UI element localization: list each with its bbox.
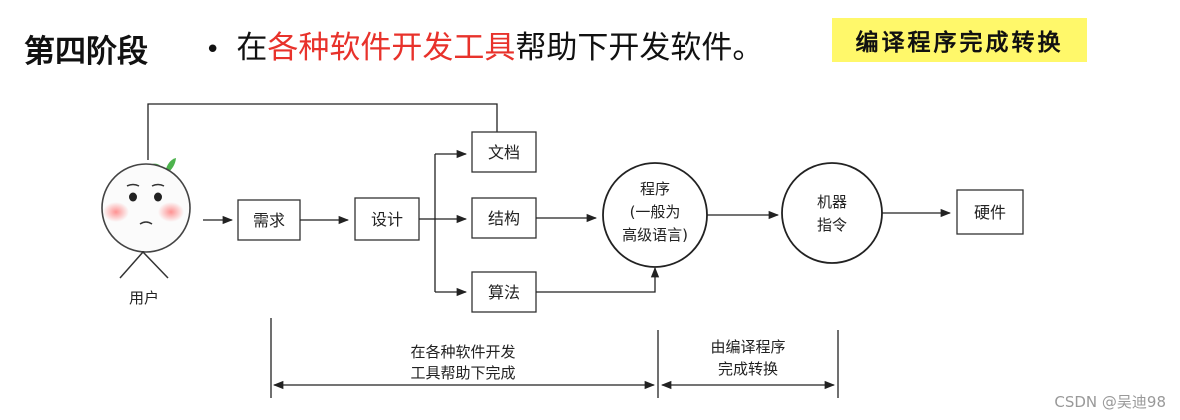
eye: [154, 192, 162, 202]
node-machine-line2: 指令: [817, 216, 847, 234]
node-program-line2: (一般为: [630, 203, 681, 221]
headline-highlight: 各种软件开发工具: [267, 30, 516, 66]
user-figure: [101, 158, 191, 279]
cheek: [103, 202, 129, 222]
node-hardware: [956, 189, 1024, 235]
user-head: [101, 163, 191, 253]
arrow-algorithm-program: [536, 266, 660, 293]
node-program-line1: 程序: [640, 180, 670, 198]
mouth: [139, 221, 153, 225]
node-docs-label: 文档: [488, 143, 520, 162]
user-leg: [142, 251, 169, 279]
cheek: [158, 202, 184, 222]
node-design-label: 设计: [371, 210, 403, 229]
node-hardware-label: 硬件: [974, 203, 1006, 222]
headline-suffix: 帮助下开发软件。: [515, 30, 764, 66]
bullet: •: [205, 35, 221, 65]
compiler-callout: 编译程序完成转换: [832, 18, 1087, 62]
node-machine: [781, 162, 883, 264]
stage-label: 第四阶段: [24, 34, 148, 70]
feedback-line: [147, 103, 498, 160]
eye: [129, 192, 137, 202]
node-requirements-label: 需求: [253, 211, 285, 230]
headline-prefix: 在: [236, 30, 268, 66]
node-structure-label: 结构: [488, 209, 520, 228]
span-tools-line2: 工具帮助下完成: [410, 364, 515, 382]
user-leg: [119, 251, 144, 279]
node-algorithm-label: 算法: [488, 283, 520, 302]
node-docs: [471, 131, 537, 173]
span-compiler-line2: 完成转换: [718, 360, 778, 378]
node-program-line3: 高级语言): [622, 226, 688, 244]
span-tools-line1: 在各种软件开发: [410, 343, 515, 361]
watermark: CSDN @吴迪98: [1054, 393, 1166, 411]
user-label: 用户: [129, 289, 159, 307]
node-machine-line1: 机器: [817, 193, 847, 211]
node-requirements: [237, 199, 301, 241]
span-compiler-line1: 由编译程序: [710, 338, 785, 356]
node-structure: [471, 197, 537, 239]
headline: • 在各种软件开发工具帮助下开发软件。: [205, 22, 763, 67]
node-algorithm: [471, 271, 537, 313]
